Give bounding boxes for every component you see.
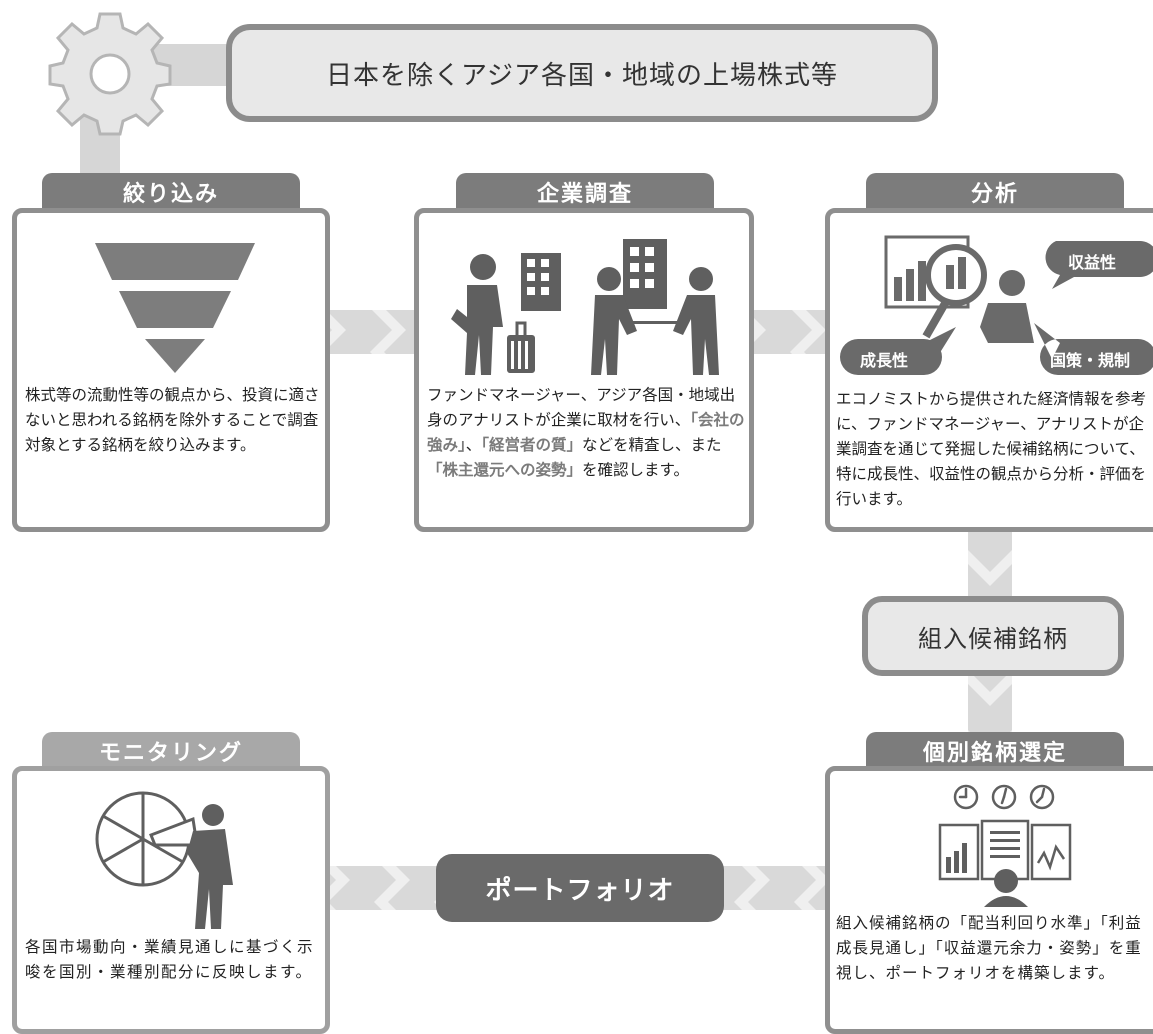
monitoring-icon <box>95 791 233 929</box>
analysis-description: エコノミストから提供された経済情報を参考に、ファンドマネージャー、アナリストが企… <box>836 390 1147 508</box>
research-description: ファンドマネージャー、アジア各国・地域出身のアナリストが企業に取材を行い、「会社… <box>427 386 745 479</box>
tab-selection: 個別銘柄選定 <box>866 732 1124 770</box>
bubble-growth: 成長性 <box>860 351 909 370</box>
header-title: 日本を除くアジア各国・地域の上場株式等 <box>326 60 838 91</box>
gear-icon <box>48 12 172 136</box>
research-box: ファンドマネージャー、アジア各国・地域出身のアナリストが企業に取材を行い、「会社… <box>414 208 754 532</box>
selection-box: 組入候補銘柄の「配当利回り水準」「利益成長見通し」「収益還元余力・姿勢」を重視し… <box>825 766 1153 1034</box>
monitoring-box: 各国市場動向・業績見通しに基づく示唆を国別・業種別配分に反映します。 <box>12 766 330 1034</box>
bubble-profitability: 収益性 <box>1068 253 1117 272</box>
portfolio-box: ポートフォリオ <box>436 854 724 922</box>
tab-monitoring: モニタリング <box>42 732 300 770</box>
funnel-icon <box>95 243 255 373</box>
bubble-policy: 国策・規制 <box>1050 351 1131 370</box>
tab-screening: 絞り込み <box>42 173 300 211</box>
monitoring-description: 各国市場動向・業績見通しに基づく示唆を国別・業種別配分に反映します。 <box>25 938 315 981</box>
candidates-box: 組入候補銘柄 <box>862 596 1124 676</box>
analysis-box: 収益性 成長性 国策・規制 エコノミストから提供された経済情報を参考に、ファンド… <box>825 208 1153 532</box>
tab-analysis: 分析 <box>866 173 1124 211</box>
screening-description: 株式等の流動性等の観点から、投資に適さないと思われる銘柄を除外することで調査対象… <box>25 386 320 454</box>
tab-research: 企業調査 <box>456 173 714 211</box>
candidates-label: 組入候補銘柄 <box>918 624 1068 653</box>
analysis-icon <box>840 235 1153 375</box>
selection-description: 組入候補銘柄の「配当利回り水準」「利益成長見通し」「収益還元余力・姿勢」を重視し… <box>836 914 1142 982</box>
stock-selection-icon <box>938 784 1072 907</box>
company-visit-icon <box>451 239 719 375</box>
header-title-box: 日本を除くアジア各国・地域の上場株式等 <box>226 24 938 122</box>
portfolio-label: ポートフォリオ <box>485 875 675 906</box>
screening-box: 株式等の流動性等の観点から、投資に適さないと思われる銘柄を除外することで調査対象… <box>12 208 330 532</box>
